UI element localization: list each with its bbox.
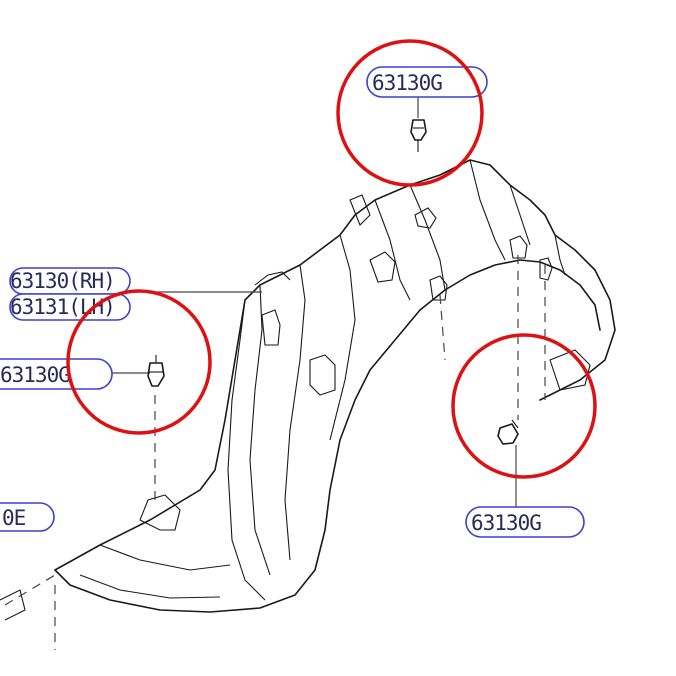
label-clip-cut: 0E [2,506,26,530]
label-part-lh: 63131(LH) [10,295,115,319]
callout-clip-right[interactable]: 63130G [465,506,585,538]
push-clip-icon [410,119,427,152]
label-part-rh: 63130(RH) [10,269,115,293]
label-clip-top: 63130G [372,71,442,95]
highlight-circle-top [336,39,484,187]
fender-liner [0,159,616,621]
callout-part-number[interactable]: 63130(RH) 63131(LH) [9,267,131,321]
callout-clip-left[interactable]: 63130G [0,358,113,390]
label-clip-left: 63130G [0,363,70,387]
assembly-line-corner [4,574,56,606]
highlight-circle-left [66,289,212,435]
callout-clip-top[interactable]: 63130G [366,66,488,98]
push-clip-icon [147,355,165,387]
highlight-circle-right [451,333,597,479]
callout-clip-cut[interactable]: 0E [0,502,55,532]
push-clip-icon [497,419,519,445]
label-clip-right: 63130G [471,511,541,535]
assembly-line-mid [439,294,446,361]
